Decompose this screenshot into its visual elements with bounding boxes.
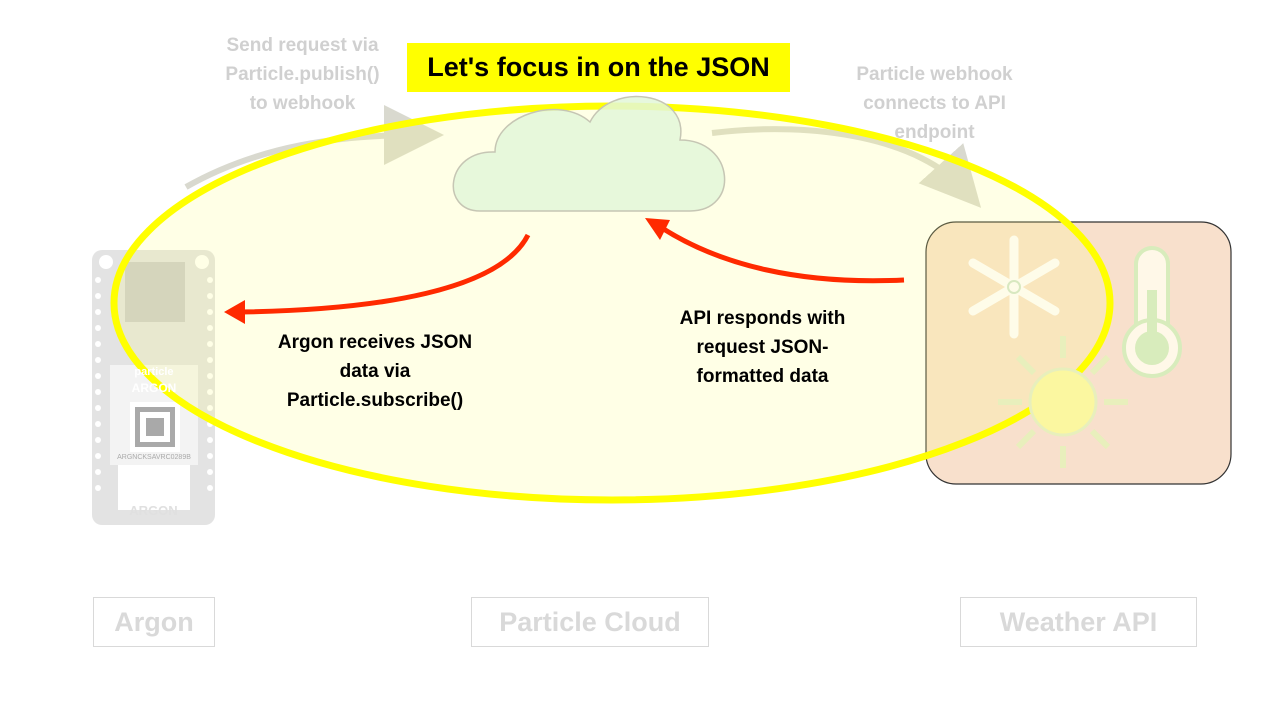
device-serial: ARGNCKSAVRC0289B <box>117 454 191 461</box>
api-response-arrowhead <box>645 218 670 240</box>
publish-step-text: Send request via Particle.publish() to w… <box>190 31 415 118</box>
webhook-line-2: connects to API <box>863 93 1006 114</box>
argon-board-icon <box>92 250 215 525</box>
subscribe-line-3: Particle.subscribe() <box>286 390 464 411</box>
device-model-small: ARGON <box>131 381 177 395</box>
api-response-line-2: request JSON- <box>696 337 829 358</box>
api-response-line-3: formatted data <box>696 366 829 387</box>
publish-line-1: Send request via <box>226 35 379 56</box>
subscribe-arrowhead <box>224 300 245 324</box>
api-response-step-text: API responds with request JSON- formatte… <box>650 304 875 391</box>
api-response-arrow <box>660 225 905 284</box>
subscribe-step-text: Argon receives JSON data via Particle.su… <box>250 328 500 415</box>
subscribe-line-1: Argon receives JSON <box>277 332 473 353</box>
publish-line-2: Particle.publish() <box>225 64 380 85</box>
subscribe-line-2: data via <box>339 361 411 382</box>
page-title: Let's focus in on the JSON <box>407 43 790 92</box>
weather-api-label: Weather API <box>960 597 1197 647</box>
sun-icon <box>998 336 1128 468</box>
thermometer-icon <box>1122 246 1182 378</box>
device-brand: particle <box>134 366 174 378</box>
webhook-line-3: endpoint <box>894 122 975 143</box>
webhook-arrow <box>711 126 982 208</box>
argon-label: Argon <box>93 597 215 647</box>
device-model-label: ARGON <box>129 503 178 518</box>
publish-line-3: to webhook <box>249 93 356 114</box>
particle-cloud-label: Particle Cloud <box>471 597 709 647</box>
subscribe-arrow <box>239 233 531 315</box>
webhook-line-1: Particle webhook <box>856 64 1013 85</box>
cloud-icon <box>452 95 726 212</box>
webhook-step-text: Particle webhook connects to API endpoin… <box>822 60 1047 147</box>
publish-arrow <box>184 105 444 190</box>
snowflake-icon <box>968 235 1060 339</box>
snowflake-outline <box>1007 280 1021 294</box>
api-response-line-1: API responds with <box>679 308 846 329</box>
